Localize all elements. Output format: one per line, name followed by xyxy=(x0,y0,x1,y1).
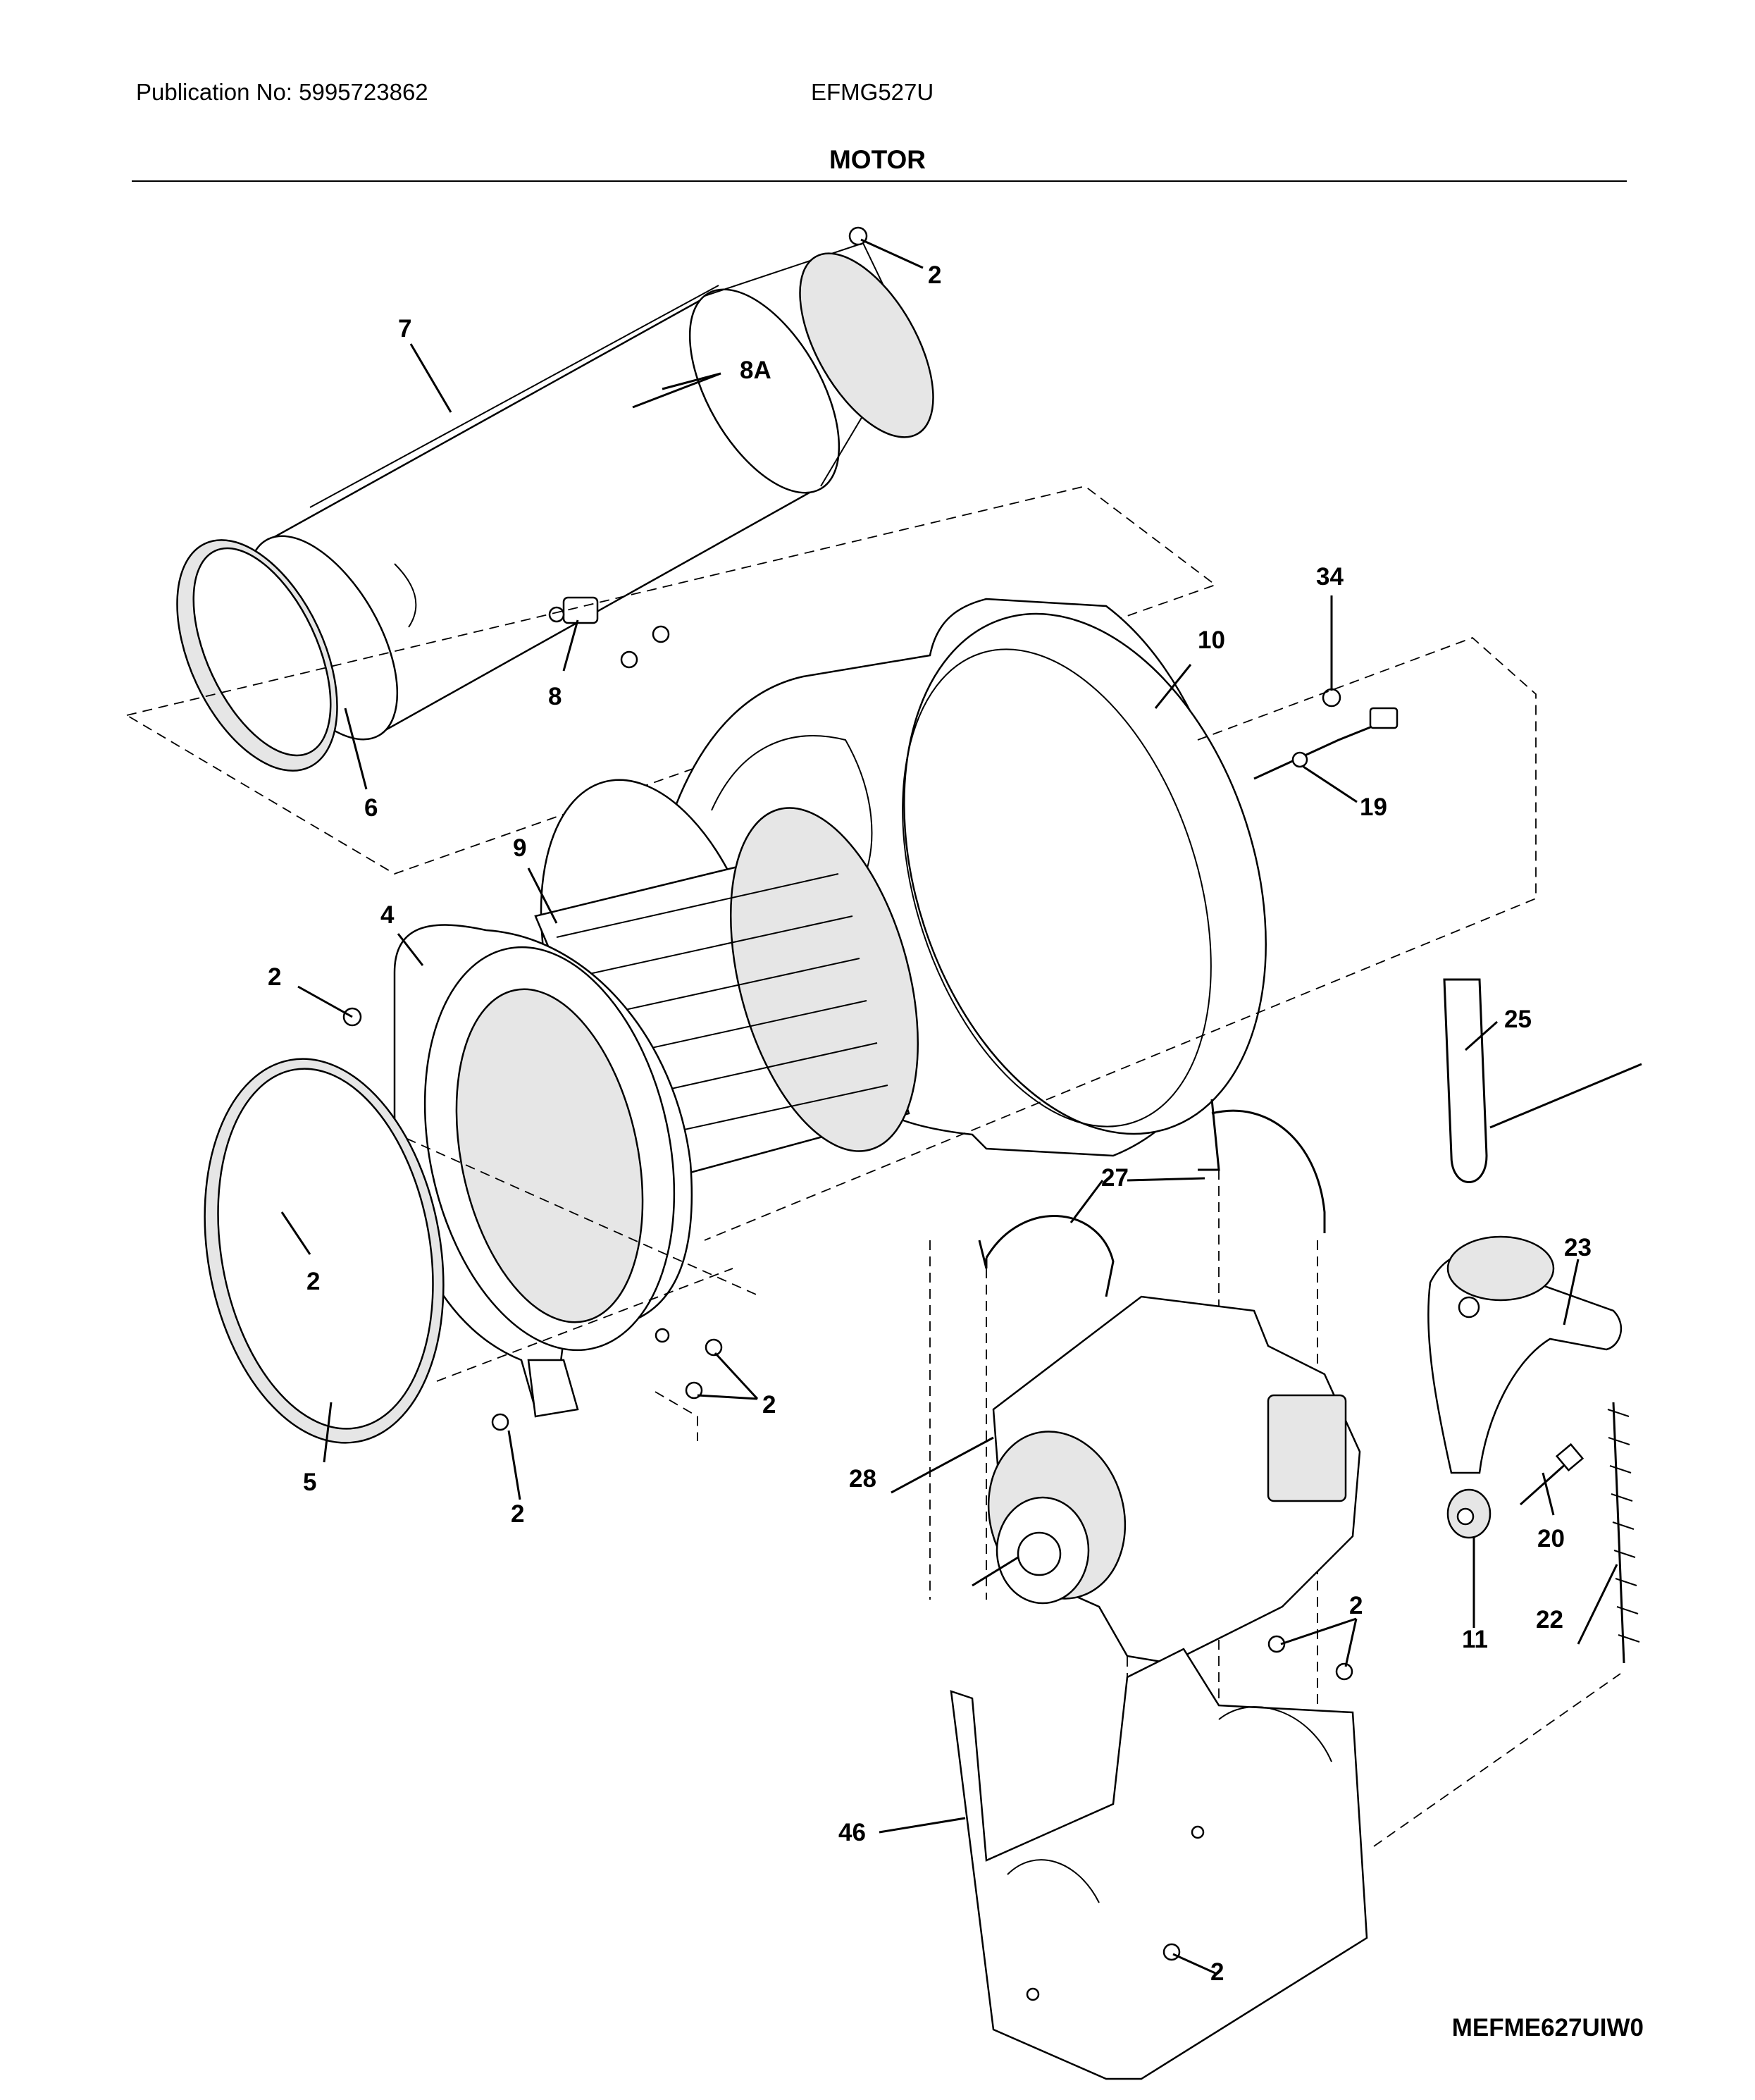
callout-6: 6 xyxy=(364,794,378,822)
callout-22: 22 xyxy=(1536,1606,1563,1633)
callout-9: 9 xyxy=(513,834,526,862)
callout-7: 7 xyxy=(398,315,411,342)
screw-part-2-lower-b xyxy=(685,1381,703,1400)
seal-ring-part-6 xyxy=(176,539,338,772)
assembly-plane-upper xyxy=(125,486,1217,875)
assembly-plane-right xyxy=(704,636,1537,1241)
callout-2-mount: 2 xyxy=(1349,1592,1363,1619)
callout-20: 20 xyxy=(1537,1525,1565,1552)
callout-23: 23 xyxy=(1564,1234,1592,1261)
callout-2-mount-bottom: 2 xyxy=(1210,1958,1224,1986)
callout-19: 19 xyxy=(1360,793,1387,821)
screw-part-2-bottom xyxy=(491,1413,509,1431)
callout-46: 46 xyxy=(838,1819,866,1846)
screw-part-2-mount-c xyxy=(1162,1943,1181,1961)
callout-8a: 8A xyxy=(740,357,771,384)
assembly-guide-spring xyxy=(1373,1673,1621,1847)
thermostat-part-8 xyxy=(548,596,599,624)
callout-2-ring: 2 xyxy=(306,1268,320,1295)
model-number: EFMG527U xyxy=(811,79,934,105)
callout-2-bottom: 2 xyxy=(511,1500,524,1528)
seal-ring-part-5 xyxy=(204,1058,445,1444)
drive-belt-part-25 xyxy=(1443,978,1642,1183)
screw-part-2-lower-a xyxy=(705,1338,723,1357)
callout-34: 34 xyxy=(1316,563,1344,591)
blower-cover-part-4 xyxy=(393,924,693,1418)
drive-motor-part-28 xyxy=(972,1295,1361,1664)
header-divider xyxy=(132,180,1627,182)
spring-part-22 xyxy=(1607,1402,1640,1664)
screws-part-8a xyxy=(620,625,670,669)
callout-28: 28 xyxy=(849,1465,876,1493)
callout-2-lower: 2 xyxy=(762,1391,776,1419)
callout-10: 10 xyxy=(1198,626,1225,654)
thermistor-part-19 xyxy=(1253,707,1399,780)
idler-arm-part-23 xyxy=(1427,1235,1622,1474)
leader-lines xyxy=(280,238,1618,1975)
callout-5: 5 xyxy=(303,1469,316,1496)
pulley-part-11 xyxy=(1446,1488,1492,1539)
motor-mount-part-46 xyxy=(950,1648,1368,2080)
callout-27: 27 xyxy=(1101,1164,1129,1192)
callout-25: 25 xyxy=(1504,1006,1532,1033)
callout-11: 11 xyxy=(1462,1626,1488,1653)
publication-number: Publication No: 5995723862 xyxy=(136,79,428,105)
screw-part-2-mount-a xyxy=(1267,1635,1286,1653)
bolt-part-20 xyxy=(1519,1443,1585,1506)
callout-2-top: 2 xyxy=(928,261,941,289)
callout-labels: 2 7 8A 8 6 34 10 19 9 4 2 25 27 2 23 2 2… xyxy=(268,261,1592,1986)
callout-4: 4 xyxy=(380,901,395,929)
section-title: MOTOR xyxy=(829,145,926,174)
callout-2-left: 2 xyxy=(268,963,281,991)
callout-8: 8 xyxy=(548,683,562,710)
screw-part-2-mount-b xyxy=(1335,1662,1353,1681)
diagram-code: MEFME627UIW0 xyxy=(1451,2014,1644,2042)
